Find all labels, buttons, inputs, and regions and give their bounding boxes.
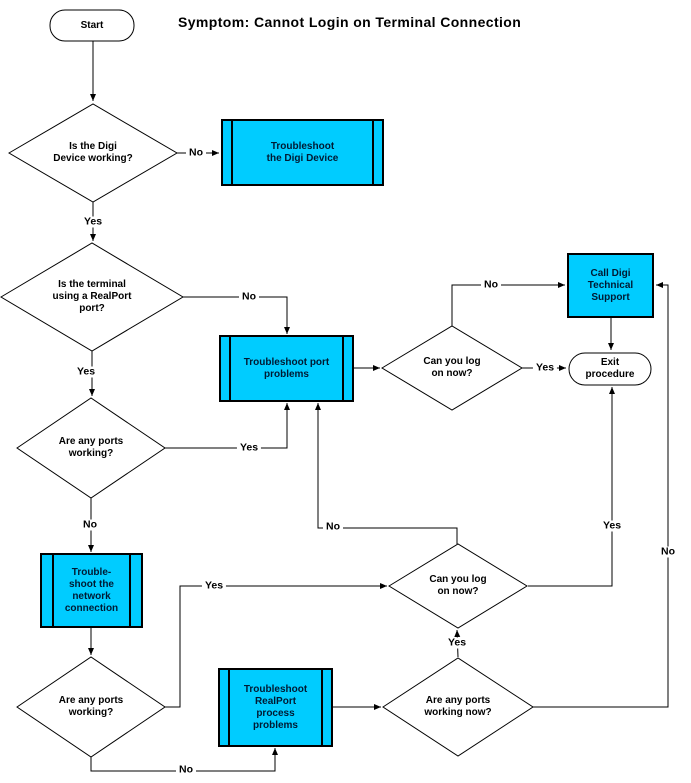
- decision-can-you-log-on-now-upper-shape: [381, 325, 523, 411]
- decision-are-any-ports-working-lower-shape: [16, 656, 166, 758]
- decision-are-any-ports-working-upper-shape: [16, 397, 166, 499]
- edge-ports-working-lower-yes: [165, 583, 387, 708]
- decision-is-terminal-using-realport-shape: [0, 242, 184, 352]
- edge-using-realport-no: [183, 296, 290, 334]
- edge-ports-working-lower-no: [90, 748, 278, 772]
- edge-ports-working-now-yes: [454, 629, 461, 658]
- edge-can-log-upper-no: [451, 282, 565, 326]
- edge-ports-working-now-no: [533, 282, 669, 708]
- start-shape: [49, 9, 135, 42]
- exit-procedure-shape: [568, 352, 652, 386]
- process-troubleshoot-network-connection-shape: [40, 553, 143, 628]
- process-troubleshoot-digi-device-shape: [221, 119, 384, 186]
- decision-is-digi-device-working-shape: [8, 103, 178, 203]
- decision-are-any-ports-working-now-shape: [382, 657, 534, 757]
- decision-can-you-log-on-now-lower-shape: [388, 543, 528, 629]
- edge-can-log-lower-no: [315, 403, 458, 544]
- process-troubleshoot-port-problems-shape: [219, 335, 354, 402]
- process-call-digi-technical-support-shape: [567, 253, 654, 318]
- page-title: Symptom: Cannot Login on Terminal Connec…: [178, 14, 522, 30]
- process-troubleshoot-realport-process-shape: [218, 668, 333, 747]
- edge-can-log-lower-yes: [528, 387, 615, 587]
- edge-ports-working-upper-yes: [165, 403, 290, 449]
